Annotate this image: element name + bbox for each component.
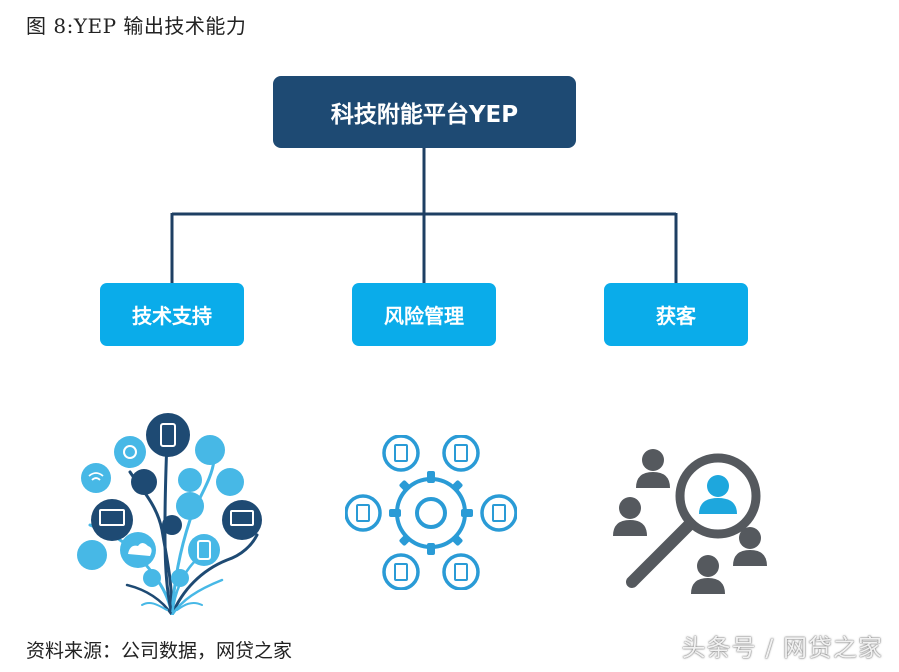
child-node-label: 风险管理 bbox=[384, 304, 464, 328]
child-node-label: 获客 bbox=[656, 304, 696, 328]
child-node-risk-management: 风险管理 bbox=[352, 283, 496, 346]
child-node-label: 技术支持 bbox=[132, 304, 212, 328]
root-node-yep-platform: 科技附能平台YEP bbox=[273, 76, 576, 148]
child-node-tech-support: 技术支持 bbox=[100, 283, 244, 346]
child-node-customer-acquisition: 获客 bbox=[604, 283, 748, 346]
tech-tree-icon bbox=[77, 413, 262, 615]
watermark-text: 头条号 / 网贷之家 bbox=[681, 634, 883, 662]
figure-caption: 图 8:YEP 输出技术能力 bbox=[26, 14, 247, 38]
magnifier-users-icon bbox=[613, 449, 767, 594]
gear-documents-icon bbox=[345, 435, 517, 590]
root-node-label: 科技附能平台YEP bbox=[330, 102, 519, 128]
source-note: 资料来源：公司数据，网贷之家 bbox=[26, 640, 293, 662]
